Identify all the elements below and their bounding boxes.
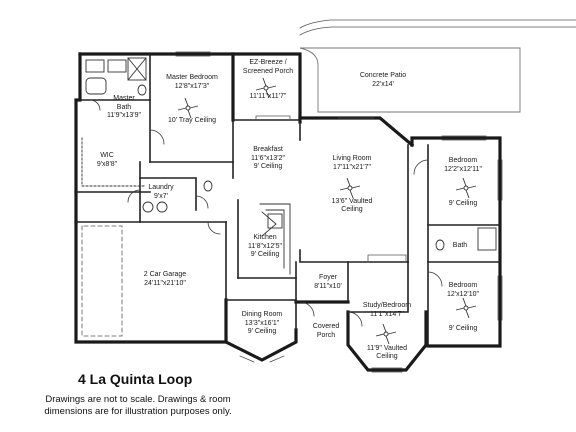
room-label-line (363, 328, 411, 337)
room-label-line (444, 174, 482, 183)
room-label-line: 12'8"x17'3" (174, 82, 210, 90)
driveway-lines (299, 19, 576, 36)
room-label-line: Bath (452, 242, 468, 249)
room-label-line: Ceiling (341, 206, 363, 213)
room-label-line: 11'8"x12'5" (248, 242, 282, 250)
room-label-line: Foyer (319, 274, 337, 281)
room-label-line: 8'11"x10' (314, 282, 342, 290)
room-label-line: 9' Ceiling (448, 199, 478, 207)
room-label-line: Master (113, 95, 135, 102)
room-label-line: 12'x12'10" (446, 290, 480, 298)
room-label-line: 9' Ceiling (250, 251, 280, 258)
room-label-line: Dining Room (241, 311, 283, 318)
room-label-line: Ceiling (376, 353, 398, 360)
room-label-line: Kitchen (253, 234, 277, 241)
room-label-line (166, 100, 218, 109)
room-label-line: 11'9" Vaulted (366, 344, 408, 352)
room-label-line: Breakfast (253, 146, 283, 153)
disclaimer-line-1: Drawings are not to scale. Drawings & ro… (45, 394, 231, 405)
room-label-line (447, 316, 479, 325)
room-label-line (332, 181, 373, 190)
room-label-line: Screened Porch (242, 67, 294, 75)
room-label-line: 11'1"x14'7" (370, 310, 404, 318)
room-label-line (243, 76, 293, 85)
room-label-line: 9' Ceiling (247, 328, 277, 335)
front-steps (367, 254, 407, 263)
room-label-line: Covered (312, 323, 340, 330)
patio-outline (299, 47, 521, 113)
room-label-line (332, 189, 373, 198)
room-label-line: 9'x7' (154, 192, 168, 200)
room-label-line: 22'x14' (372, 80, 394, 88)
room-label-line: 24'11"x21'10" (144, 279, 186, 287)
room-label-line (332, 172, 373, 181)
room-label-line (447, 308, 479, 317)
room-label-line: Master Bedroom (166, 74, 218, 81)
room-label-line (363, 336, 411, 345)
room-label-line: Bedroom (448, 157, 478, 164)
room-label-line: Laundry (148, 184, 174, 191)
room-label-line: 12'2"x12'11" (444, 165, 482, 173)
interior-walls (75, 53, 501, 347)
room-label-line (166, 108, 218, 117)
room-label-line: Living Room (332, 155, 372, 162)
room-label-line (444, 183, 482, 192)
room-label-line: 9' Ceiling (253, 163, 283, 170)
room-label-line (166, 91, 218, 100)
kitchen-counters (259, 203, 291, 275)
garage-door-line (81, 225, 123, 337)
room-label-line: 2 Car Garage (143, 271, 187, 278)
room-label-line: 11'11"x11'7" (249, 93, 287, 100)
room-label-bath: Bath (453, 242, 467, 251)
room-label-line (444, 191, 482, 200)
disclaimer: Drawings are not to scale. Drawings & ro… (8, 394, 268, 418)
rear-step (255, 115, 291, 121)
room-label-line (363, 319, 411, 328)
room-label-ez-breeze: EZ-Breeze /Screened Porch 11'11"x11'7" (243, 59, 293, 102)
room-label-line: Bath (116, 103, 132, 111)
exterior-walls (74, 52, 502, 372)
room-label-line: 11'9"x13'9" (107, 112, 141, 119)
room-label-line: EZ-Breeze / (249, 59, 287, 66)
disclaimer-line-2: dimensions are for illustration purposes… (44, 406, 232, 417)
room-label-line: 17'11"x21'7" (333, 163, 371, 171)
door-swings (89, 99, 443, 327)
room-label-line: 9'x8'8" (96, 160, 118, 168)
property-title: 4 La Quinta Loop (78, 371, 193, 387)
room-label-line: Porch (316, 331, 336, 339)
room-label-line: 11'6"x13'2" (251, 154, 285, 162)
room-label-line (447, 299, 479, 308)
room-label-line: 13'3"x16'1" (244, 319, 280, 327)
room-label-line: 9' Ceiling (448, 324, 478, 332)
ceiling-fans (177, 77, 477, 345)
room-label-line: Concrete Patio (359, 72, 407, 79)
room-label-line: Study/Bedroom (362, 302, 412, 309)
room-label-line: 10' Tray Ceiling (167, 116, 217, 124)
room-label-line: 13'6" Vaulted (331, 197, 373, 205)
bath-fixtures (81, 57, 497, 251)
room-label-line: WIC (100, 152, 114, 159)
windows (175, 51, 503, 373)
room-label-line: Bedroom (448, 282, 478, 289)
room-label-line (243, 85, 293, 94)
